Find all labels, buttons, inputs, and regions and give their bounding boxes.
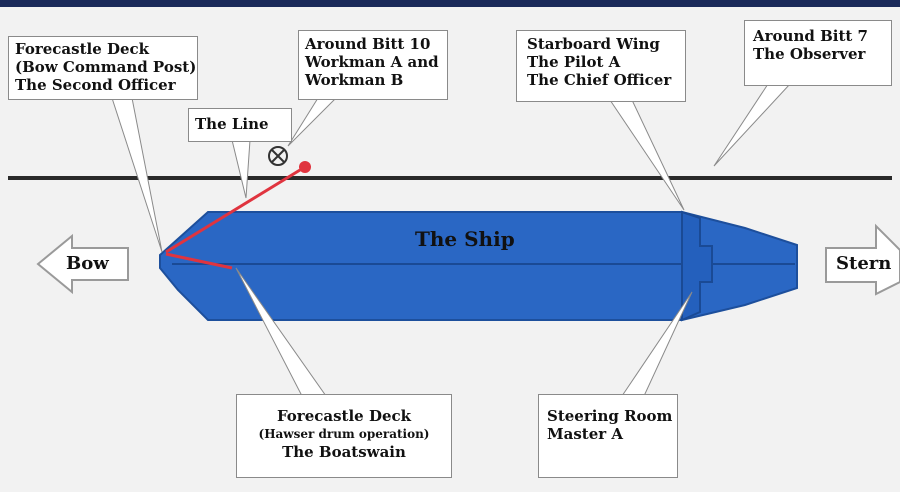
callout-text: The Line <box>195 115 269 133</box>
callout-text: The Observer <box>753 45 866 63</box>
callout-text: (Bow Command Post) <box>15 58 197 76</box>
callout-text: Steering Room <box>547 407 673 425</box>
callout-text: Master A <box>547 425 624 443</box>
pointer-bitt7 <box>713 83 792 167</box>
ship-hull <box>159 211 798 321</box>
callout-forecastle-hawser: Forecastle Deck (Hawser drum operation) … <box>236 394 452 478</box>
callout-bitt10: Around Bitt 10 Workman A and Workman B <box>298 30 448 100</box>
bitt-10-icon <box>268 146 288 166</box>
pointer-the-line <box>231 139 251 199</box>
mooring-line-red <box>165 168 301 254</box>
callout-text: The Pilot A <box>527 53 621 71</box>
pointer-forecastle-bow <box>111 97 163 253</box>
pointer-bitt10 <box>287 97 338 147</box>
callout-text: Workman B <box>305 71 404 89</box>
callout-starboard-wing: Starboard Wing The Pilot A The Chief Off… <box>516 30 686 102</box>
callout-text: The Chief Officer <box>527 71 672 89</box>
callout-text: Around Bitt 7 <box>753 27 868 45</box>
callout-text: (Hawser drum operation) <box>258 427 430 441</box>
callout-the-line: The Line <box>188 108 292 142</box>
bow-arrow <box>36 233 129 295</box>
callout-text: Workman A and <box>305 53 439 71</box>
stern-arrow <box>825 223 900 296</box>
callout-text: Forecastle Deck <box>15 40 150 58</box>
callout-forecastle-bow: Forecastle Deck (Bow Command Post) The S… <box>8 36 198 100</box>
stern-label: Stern <box>836 253 892 274</box>
top-accent-bar <box>0 0 900 7</box>
callout-text: Around Bitt 10 <box>305 35 431 53</box>
callout-text: Starboard Wing <box>527 35 660 53</box>
bow-label: Bow <box>66 253 109 274</box>
bollard-marker <box>299 161 311 173</box>
callout-steering-room: Steering Room Master A <box>538 394 678 478</box>
callout-text: The Boatswain <box>282 443 406 461</box>
mooring-line-drum <box>165 252 233 270</box>
ship-bridge <box>681 210 713 322</box>
callout-bitt7: Around Bitt 7 The Observer <box>744 20 892 86</box>
pointer-starboard-wing <box>609 99 685 211</box>
callout-text: The Second Officer <box>15 76 176 94</box>
ship-label: The Ship <box>415 227 515 251</box>
callout-text: Forecastle Deck <box>276 407 412 425</box>
